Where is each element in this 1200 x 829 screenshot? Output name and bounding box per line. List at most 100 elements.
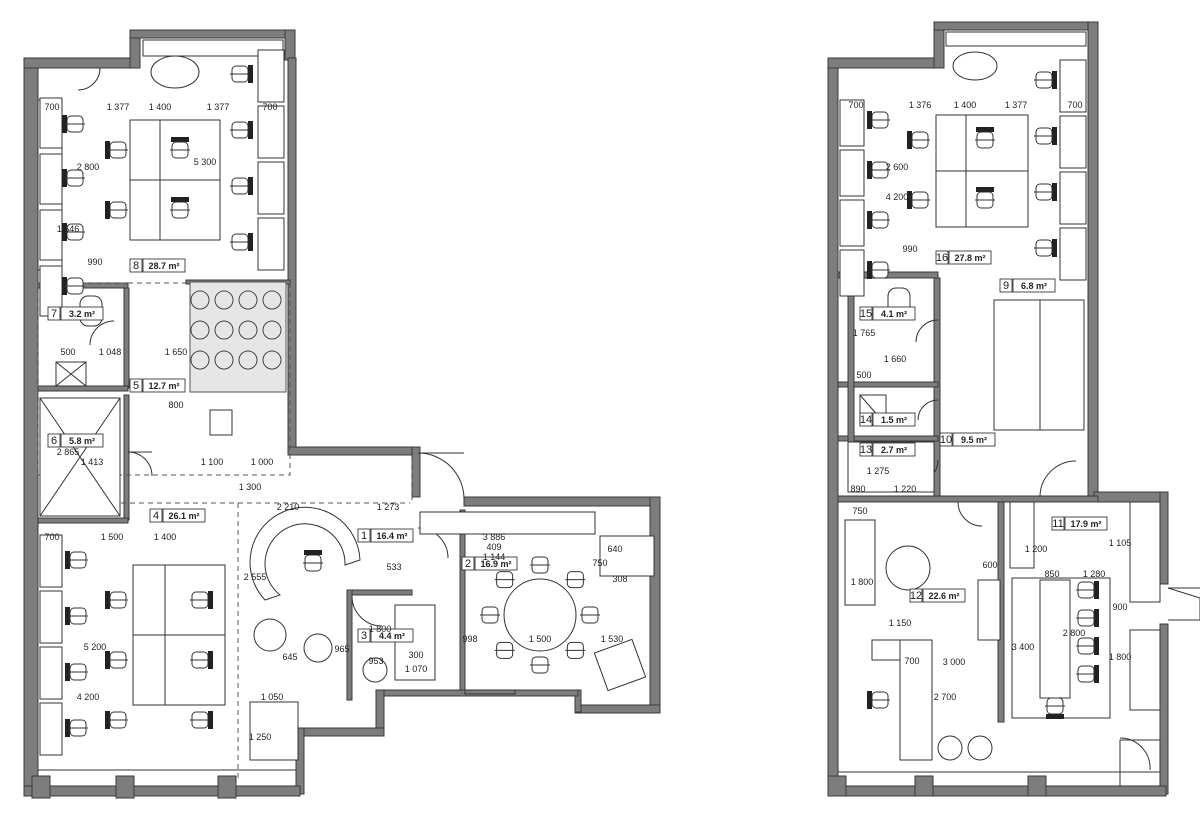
desk bbox=[965, 170, 1029, 228]
room-area-box bbox=[370, 528, 414, 543]
dimension-label: 1 400 bbox=[954, 100, 977, 110]
room-area: 17.9 m² bbox=[1070, 519, 1101, 529]
room-area: 16.9 m² bbox=[480, 559, 511, 569]
plant bbox=[262, 350, 282, 370]
office-chair bbox=[170, 197, 190, 219]
room-number-box bbox=[1051, 516, 1065, 531]
desk bbox=[839, 199, 865, 247]
chair-back bbox=[62, 115, 67, 133]
desk bbox=[39, 646, 63, 700]
plant bbox=[238, 350, 258, 370]
chair-back bbox=[1094, 665, 1099, 683]
office-chair bbox=[62, 169, 85, 187]
room-area-box bbox=[370, 628, 414, 643]
room-number: 2 bbox=[465, 558, 471, 570]
chair-back bbox=[1052, 71, 1057, 89]
office-chair bbox=[105, 201, 128, 219]
desk bbox=[39, 534, 63, 588]
chair-back bbox=[867, 691, 872, 709]
dimension-label: 1 200 bbox=[1025, 544, 1048, 554]
room-area: 3.2 m² bbox=[69, 309, 95, 319]
reception-desk bbox=[899, 639, 933, 761]
chair-back bbox=[105, 141, 110, 159]
office-chair bbox=[1034, 183, 1057, 201]
dimension-label: 1 105 bbox=[1109, 538, 1132, 548]
chair-back bbox=[867, 261, 872, 279]
desk bbox=[39, 153, 63, 205]
dimension-label: 2 210 bbox=[277, 502, 300, 512]
office-chair bbox=[1045, 697, 1065, 719]
office-chair bbox=[867, 111, 890, 129]
desk bbox=[164, 634, 226, 706]
chair-back bbox=[62, 223, 67, 241]
room-area: 16.4 m² bbox=[376, 531, 407, 541]
room-area: 1.5 m² bbox=[881, 415, 907, 425]
desk bbox=[257, 49, 285, 103]
desk bbox=[39, 209, 63, 261]
dimension-label: 1 500 bbox=[101, 532, 124, 542]
room-area-box bbox=[142, 378, 186, 393]
plant bbox=[238, 320, 258, 340]
chair-back bbox=[248, 233, 253, 251]
office-chair bbox=[65, 551, 88, 569]
room-area-box bbox=[922, 588, 966, 603]
plant bbox=[214, 290, 234, 310]
dimension-label: 990 bbox=[87, 257, 102, 267]
chair-back bbox=[1052, 183, 1057, 201]
room-number: 14 bbox=[860, 414, 872, 426]
chair-back bbox=[208, 651, 213, 669]
chair-back bbox=[171, 137, 189, 142]
office-chair bbox=[105, 141, 128, 159]
dimension-label: 700 bbox=[44, 102, 59, 112]
chair-back bbox=[208, 591, 213, 609]
dimension-label: 2 555 bbox=[244, 572, 267, 582]
dimension-label: 700 bbox=[848, 100, 863, 110]
room-area-box bbox=[952, 432, 996, 447]
plant bbox=[214, 350, 234, 370]
office-chair bbox=[480, 606, 500, 624]
dimension-label: 2 865 bbox=[57, 447, 80, 457]
bar-counter bbox=[1039, 579, 1071, 699]
office-chair bbox=[867, 691, 890, 709]
chair-back bbox=[105, 651, 110, 669]
washbasin bbox=[362, 657, 388, 683]
chair-back bbox=[1046, 714, 1064, 719]
chair-back bbox=[867, 211, 872, 229]
plant-area bbox=[189, 281, 287, 393]
chair-back bbox=[1094, 581, 1099, 599]
room-area-box bbox=[872, 306, 916, 321]
room-area-box bbox=[142, 258, 186, 273]
dimension-label: 3 000 bbox=[943, 657, 966, 667]
room-number-box bbox=[47, 306, 61, 321]
room-number: 5 bbox=[133, 380, 139, 392]
dimension-label: 1 800 bbox=[851, 577, 874, 587]
office-chair bbox=[907, 191, 930, 209]
room-number: 1 bbox=[361, 530, 367, 542]
room-area: 9.5 m² bbox=[961, 435, 987, 445]
office-chair bbox=[190, 591, 213, 609]
dimension-label: 2 800 bbox=[77, 162, 100, 172]
dimension-label: 500 bbox=[60, 347, 75, 357]
dimension-label: 965 bbox=[334, 644, 349, 654]
plant bbox=[238, 290, 258, 310]
dimension-label: 1 144 bbox=[483, 552, 506, 562]
desk bbox=[1059, 171, 1087, 225]
office-chair bbox=[62, 223, 85, 241]
chair-back bbox=[105, 201, 110, 219]
dimension-label: 3 886 bbox=[483, 532, 506, 542]
chair-back bbox=[1094, 609, 1099, 627]
office-chair bbox=[867, 261, 890, 279]
desk bbox=[257, 105, 285, 159]
chair-back bbox=[1052, 127, 1057, 145]
dimension-label: 308 bbox=[612, 574, 627, 584]
dimension-label: 5 300 bbox=[194, 157, 217, 167]
room-number: 6 bbox=[51, 435, 57, 447]
room-number: 13 bbox=[860, 444, 872, 456]
chair-back bbox=[171, 197, 189, 202]
room-number-box bbox=[935, 250, 949, 265]
